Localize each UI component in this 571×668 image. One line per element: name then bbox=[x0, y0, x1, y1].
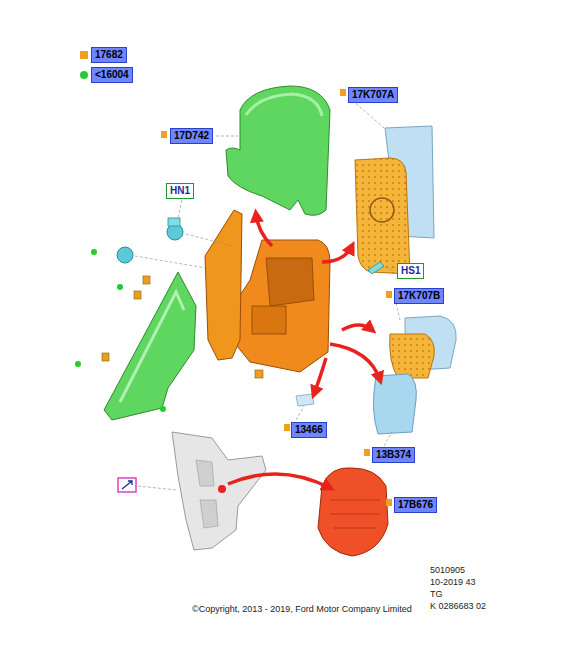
part-markers bbox=[161, 131, 167, 138]
leader-lines bbox=[178, 200, 182, 218]
mirror-housing bbox=[205, 210, 330, 378]
glass-motor bbox=[330, 500, 380, 528]
lower-glass bbox=[390, 334, 435, 378]
small-parts bbox=[368, 262, 384, 274]
mirror-arm bbox=[172, 432, 266, 550]
exploded-arrows bbox=[330, 344, 380, 380]
lower-glass bbox=[390, 334, 435, 378]
outer-shell bbox=[120, 292, 184, 402]
part-markers bbox=[364, 449, 370, 456]
callout-box: 17D742 bbox=[170, 128, 213, 144]
small-parts bbox=[91, 249, 97, 255]
leader-lines bbox=[138, 486, 176, 490]
small-parts bbox=[75, 218, 384, 406]
outer-shell bbox=[160, 406, 166, 412]
exploded-arrows bbox=[314, 358, 326, 394]
glass-motor bbox=[318, 468, 388, 556]
part-markers bbox=[386, 499, 392, 506]
small-parts bbox=[143, 276, 150, 284]
mirror-arm bbox=[172, 432, 266, 550]
callout-box: HS1 bbox=[397, 263, 424, 279]
mirror-housing bbox=[252, 306, 286, 334]
leader-lines bbox=[135, 100, 400, 504]
legend-text: 17682 bbox=[91, 47, 127, 63]
mirror-arm bbox=[196, 460, 218, 528]
mirror-arm bbox=[218, 485, 226, 493]
outer-shell bbox=[104, 272, 196, 420]
callout-box: 17K707A bbox=[348, 87, 398, 103]
outer-shell bbox=[104, 272, 196, 420]
lower-glass bbox=[390, 316, 457, 378]
callout-box: 17K707B bbox=[394, 288, 444, 304]
part-number: HN1 bbox=[170, 185, 190, 196]
drawing-reference: 10-2019 43 bbox=[430, 577, 476, 588]
small-parts bbox=[102, 353, 109, 361]
small-parts bbox=[117, 284, 123, 290]
copyright-note: ©Copyright, 2013 - 2019, Ford Motor Comp… bbox=[192, 604, 412, 615]
legend-entry: 17682 bbox=[80, 47, 127, 63]
exploded-arrows bbox=[342, 325, 372, 330]
legend-text: <16004 bbox=[91, 67, 133, 83]
part-number: 17B676 bbox=[398, 499, 433, 510]
legend-swatch bbox=[80, 51, 88, 59]
mirror-housing bbox=[232, 240, 330, 372]
part-markers bbox=[284, 424, 290, 431]
callout-box: HN1 bbox=[166, 183, 194, 199]
bracket-cover bbox=[373, 374, 416, 434]
part-tag bbox=[118, 478, 136, 492]
upper-glass bbox=[355, 158, 410, 274]
part-number: 17K707B bbox=[398, 290, 440, 301]
legend-swatch bbox=[80, 71, 88, 79]
leader-lines bbox=[135, 256, 206, 268]
callout-box: 13B374 bbox=[372, 447, 415, 463]
small-parts bbox=[134, 291, 141, 299]
part-number: 17D742 bbox=[174, 130, 209, 141]
mirror-cover bbox=[246, 94, 322, 116]
leader-lines bbox=[296, 406, 304, 420]
exploded-arrows bbox=[228, 474, 330, 488]
callout-box: 17B676 bbox=[394, 497, 437, 513]
upper-glass bbox=[355, 158, 410, 274]
exploded-arrows bbox=[228, 214, 380, 488]
small-parts bbox=[117, 247, 133, 263]
part-number: HS1 bbox=[401, 265, 420, 276]
glass-motor bbox=[318, 468, 388, 556]
mirror-housing bbox=[255, 370, 263, 378]
mirror-cover bbox=[226, 86, 330, 215]
leader-lines bbox=[384, 432, 392, 446]
leader-lines bbox=[186, 234, 232, 246]
exploded-arrows bbox=[256, 214, 272, 246]
part-tag bbox=[118, 478, 136, 492]
leader-lines bbox=[352, 100, 384, 128]
upper-glass bbox=[355, 126, 434, 274]
mirror-housing bbox=[266, 258, 314, 306]
legend-entry: <16004 bbox=[80, 67, 133, 83]
part-tag bbox=[122, 481, 132, 489]
leader-lines bbox=[396, 303, 400, 320]
leader-lines bbox=[216, 136, 238, 137]
mirror-cover bbox=[226, 86, 330, 215]
upper-glass bbox=[370, 198, 394, 222]
part-markers bbox=[340, 89, 346, 96]
mirror-housing bbox=[205, 210, 242, 360]
part-number: 13B374 bbox=[376, 449, 411, 460]
callout-box: 13466 bbox=[291, 422, 327, 438]
drawing-reference: 5010905 bbox=[430, 565, 465, 576]
drawing-reference: TG bbox=[430, 589, 443, 600]
part-markers bbox=[386, 291, 392, 298]
part-number: 13466 bbox=[295, 424, 323, 435]
small-parts bbox=[75, 361, 81, 367]
small-parts bbox=[296, 394, 314, 406]
small-parts bbox=[168, 218, 180, 226]
leader-lines bbox=[382, 266, 393, 270]
part-markers bbox=[161, 89, 392, 506]
drawing-reference: K 0286683 02 bbox=[430, 601, 486, 612]
exploded-arrows bbox=[322, 246, 352, 262]
part-number: 17K707A bbox=[352, 89, 394, 100]
bracket-cover bbox=[373, 374, 416, 434]
